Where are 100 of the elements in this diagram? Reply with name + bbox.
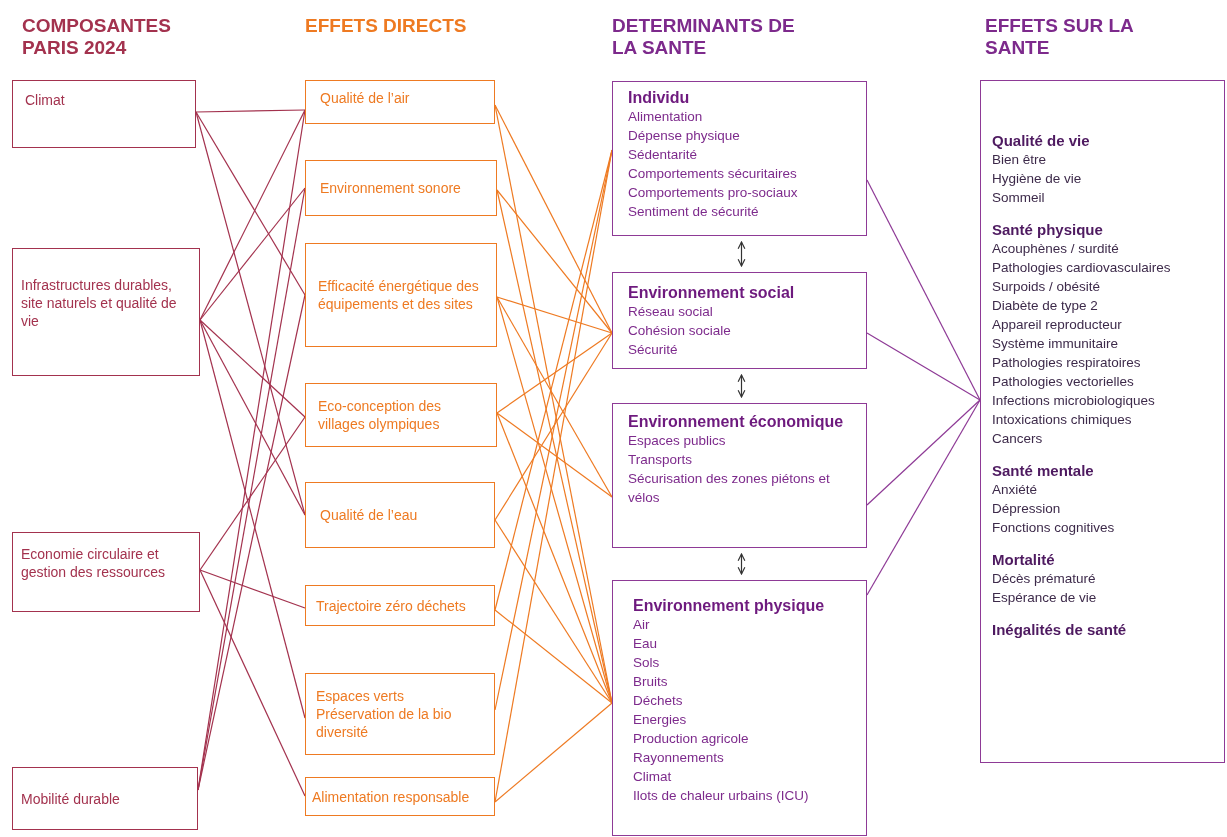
section-heading: Santé physique	[992, 220, 1104, 239]
connector-line	[199, 319, 306, 516]
list-item: Qualité de l’air	[320, 89, 411, 107]
list-item: Acouphènes / surdité	[992, 240, 1120, 258]
list-item: Eco-conception des villages olympiques	[318, 397, 442, 433]
box	[305, 160, 497, 216]
list-item: Qualité de l’eau	[320, 506, 419, 524]
list-item: Trajectoire zéro déchets	[316, 596, 467, 615]
box	[12, 80, 196, 148]
list-item: Déchets	[633, 692, 684, 710]
connector-line	[496, 412, 613, 498]
connector-line	[195, 111, 306, 516]
box	[12, 767, 198, 830]
list-item: Alimentation responsable	[312, 787, 471, 806]
section-heading: Environnement économique	[628, 412, 845, 431]
list-item: Espérance de vie	[992, 589, 1098, 607]
list-item: Pathologies cardiovasculaires	[992, 259, 1172, 277]
list-item: Hygiène de vie	[992, 170, 1083, 188]
connector-line	[494, 702, 613, 803]
list-item: Diabète de type 2	[992, 297, 1099, 315]
section-heading: Individu	[628, 88, 691, 107]
list-item: Pathologies respiratoires	[992, 354, 1142, 372]
connector-line	[496, 332, 613, 414]
list-item: Espaces publics	[628, 432, 727, 450]
list-item: Cohésion sociale	[628, 322, 732, 340]
double-arrow	[737, 374, 746, 398]
list-item: Economie circulaire et gestion des ressources	[21, 545, 166, 581]
section-heading: Inégalités de santé	[992, 620, 1128, 639]
box	[305, 383, 497, 447]
connector-line	[866, 399, 981, 596]
section-heading: Qualité de vie	[992, 131, 1091, 150]
list-item: Climat	[25, 91, 66, 109]
connector-line	[199, 109, 306, 321]
list-item: Mobilité durable	[21, 789, 121, 808]
connector-line	[866, 399, 981, 506]
box	[612, 81, 867, 236]
list-item: Appareil reproducteur	[992, 316, 1123, 334]
connector-line	[494, 519, 613, 704]
list-item: Bien être	[992, 151, 1048, 169]
list-item: Energies	[633, 711, 688, 729]
connector-line	[866, 179, 981, 401]
section-heading: Environnement physique	[633, 596, 826, 615]
list-item: Système immunitaire	[992, 335, 1120, 353]
list-item: Air	[633, 616, 651, 634]
column-heading: EFFETS SUR LA SANTE	[985, 15, 1135, 59]
list-item: Fonctions cognitives	[992, 519, 1116, 537]
list-item: Efficacité énergétique des équipements et des sites	[318, 277, 480, 313]
list-item: Dépense physique	[628, 127, 741, 145]
box	[612, 403, 867, 548]
list-item: Réseau social	[628, 303, 714, 321]
panel	[980, 80, 1225, 763]
list-item: Sédentarité	[628, 146, 699, 164]
box	[12, 248, 200, 376]
list-item: Eau	[633, 635, 659, 653]
double-arrow	[737, 241, 746, 267]
box	[612, 272, 867, 369]
list-item: Anxiété	[992, 481, 1039, 499]
box	[305, 585, 495, 626]
list-item: Rayonnements	[633, 749, 725, 767]
connector-line	[199, 569, 306, 797]
double-arrow	[737, 553, 746, 575]
box	[305, 777, 495, 816]
connector-line	[199, 187, 306, 321]
list-item: Production agricole	[633, 730, 750, 748]
list-item: Climat	[633, 768, 673, 786]
connector-line	[195, 109, 306, 113]
list-item: Pathologies vectorielles	[992, 373, 1135, 391]
connector-line	[494, 332, 613, 521]
list-item: Bruits	[633, 673, 669, 691]
connector-line	[199, 569, 306, 609]
box	[305, 80, 495, 124]
connector-line	[199, 416, 306, 571]
list-item: Sécurisation des zones piétons et vélos	[628, 470, 831, 507]
section-heading: Mortalité	[992, 550, 1056, 569]
connector-line	[494, 609, 613, 704]
list-item: Intoxications chimiques	[992, 411, 1133, 429]
box	[305, 673, 495, 755]
box	[305, 482, 495, 548]
section-heading: Environnement social	[628, 283, 796, 302]
box	[12, 532, 200, 612]
list-item: Espaces verts Préservation de la bio diversité	[316, 687, 453, 741]
list-item: Comportements sécuritaires	[628, 165, 798, 183]
list-item: Sols	[633, 654, 661, 672]
list-item: Infrastructures durables, site naturels et qualité de vie	[21, 276, 178, 330]
column-heading: DETERMINANTS DE LA SANTE	[612, 15, 796, 59]
list-item: Sécurité	[628, 341, 679, 359]
list-item: Ilots de chaleur urbains (ICU)	[633, 787, 810, 805]
list-item: Cancers	[992, 430, 1044, 448]
list-item: Sentiment de sécurité	[628, 203, 760, 221]
section-heading: Santé mentale	[992, 461, 1095, 480]
box	[612, 580, 867, 836]
list-item: Surpoids / obésité	[992, 278, 1102, 296]
list-item: Sommeil	[992, 189, 1046, 207]
list-item: Infections microbiologiques	[992, 392, 1156, 410]
column-heading: EFFETS DIRECTS	[305, 15, 468, 37]
connector-line	[195, 111, 306, 296]
connector-line	[199, 319, 306, 418]
box	[305, 243, 497, 347]
list-item: Comportements pro-sociaux	[628, 184, 799, 202]
connector-line	[496, 296, 613, 334]
